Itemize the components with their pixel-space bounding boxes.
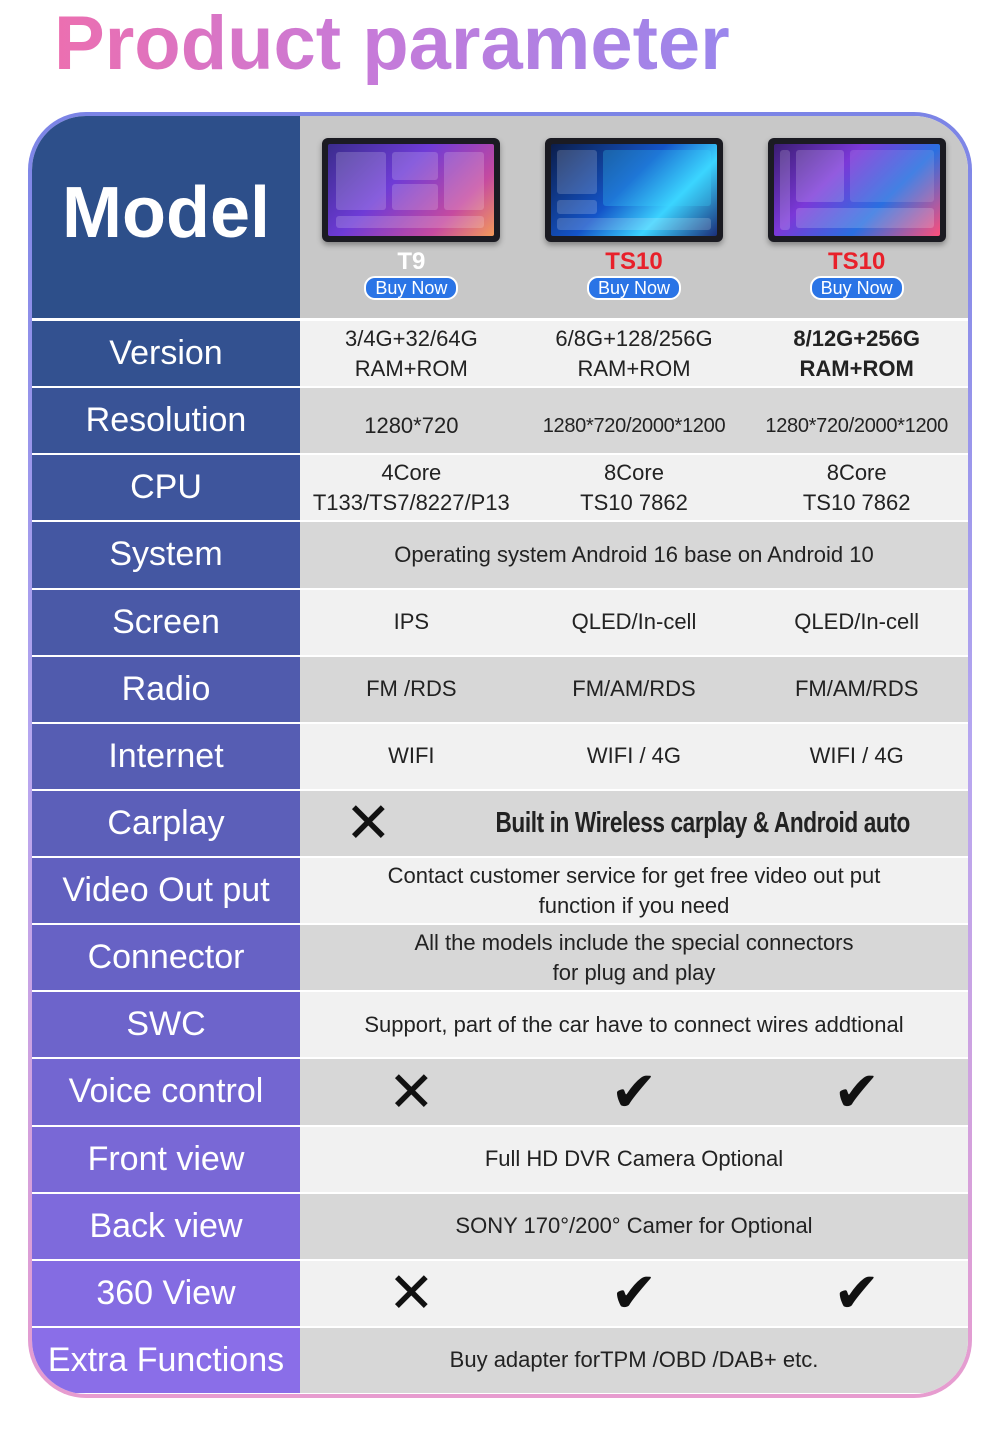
row-label-connector: Connector [32, 925, 300, 993]
head-unit-image [544, 138, 723, 242]
row-values-swc: Support, part of the car have to connect… [300, 992, 968, 1060]
row-values-front-view: Full HD DVR Camera Optional [300, 1126, 968, 1194]
row-label-carplay: Carplay [32, 790, 300, 858]
value-cell: FM/AM/RDS [572, 676, 696, 702]
row-label-version: Version [32, 321, 300, 389]
row-values-video-output: Contact customer service for get free vi… [300, 858, 968, 926]
cross-icon: ✕ [387, 1059, 435, 1123]
product-ts10-b: TS10 Buy Now [745, 116, 968, 318]
row-values-radio: FM /RDS FM/AM/RDS FM/AM/RDS [300, 656, 968, 724]
cross-icon: ✕ [387, 1261, 435, 1325]
row-label-resolution: Resolution [32, 388, 300, 456]
buy-now-button[interactable]: Buy Now [809, 276, 904, 300]
value-cell: Support, part of the car have to connect… [364, 1011, 904, 1037]
model-label: Model [32, 116, 300, 321]
product-header: T9 Buy Now TS10 Buy Now [300, 116, 968, 321]
value-cell: Contact customer service for get free vi… [387, 862, 881, 918]
row-label-video-output: Video Out put [32, 858, 300, 926]
checkmark-icon: ✔ [610, 1059, 658, 1123]
checkmark-icon: ✔ [610, 1261, 658, 1325]
checkmark-icon: ✔ [833, 1261, 881, 1325]
row-label-voice-control: Voice control [32, 1059, 300, 1127]
row-label-back-view: Back view [32, 1193, 300, 1261]
row-label-360-view: 360 View [32, 1260, 300, 1328]
value-cell: FM /RDS [366, 676, 457, 702]
row-values-connector: All the models include the special conne… [300, 925, 968, 993]
checkmark-icon: ✔ [833, 1059, 881, 1123]
value-cell: All the models include the special conne… [414, 929, 854, 985]
row-values-back-view: SONY 170°/200° Camer for Optional [300, 1193, 968, 1261]
value-cell: Full HD DVR Camera Optional [484, 1146, 784, 1172]
buy-now-button[interactable]: Buy Now [586, 276, 681, 300]
value-cell: IPS [393, 609, 430, 635]
product-name: T9 [397, 248, 426, 275]
value-cell: Buy adapter forTPM /OBD /DAB+ etc. [449, 1347, 819, 1373]
value-cell: 1280*720 [364, 412, 459, 438]
value-cell: QLED/In-cell [794, 609, 920, 635]
product-name: TS10 [827, 248, 886, 275]
row-label-swc: SWC [32, 992, 300, 1060]
row-values-resolution: 1280*720 1280*720/2000*1200 1280*720/200… [300, 388, 968, 456]
row-values-internet: WIFI WIFI / 4G WIFI / 4G [300, 723, 968, 791]
cross-icon: ✕ [344, 791, 392, 855]
row-label-system: System [32, 522, 300, 590]
row-values-carplay: ✕ Built in Wireless carplay & Android au… [300, 790, 968, 858]
value-cell: 1280*720/2000*1200 [765, 414, 948, 437]
row-label-screen: Screen [32, 589, 300, 657]
product-ts10-a: TS10 Buy Now [523, 116, 746, 318]
row-values-screen: IPS QLED/In-cell QLED/In-cell [300, 589, 968, 657]
value-cell: SONY 170°/200° Camer for Optional [455, 1213, 813, 1239]
row-label-radio: Radio [32, 656, 300, 724]
value-cell: FM/AM/RDS [794, 676, 919, 702]
page-title: Product parameter [54, 1, 730, 86]
head-unit-image [767, 138, 946, 242]
row-label-extra-functions: Extra Functions [32, 1327, 300, 1394]
value-cell: WIFI / 4G [809, 743, 904, 769]
row-values-voice-control: ✕ ✔ ✔ [300, 1059, 968, 1127]
product-name: TS10 [605, 248, 663, 275]
row-label-internet: Internet [32, 723, 300, 791]
value-cell: Built in Wireless carplay & Android auto [495, 807, 910, 840]
spec-table: Model T9 Buy Now [32, 116, 968, 1394]
row-values-360-view: ✕ ✔ ✔ [300, 1260, 968, 1328]
value-cell: Operating system Android 16 base on Andr… [394, 541, 874, 567]
value-cell: QLED/In-cell [571, 609, 697, 635]
row-values-extra-functions: Buy adapter forTPM /OBD /DAB+ etc. [300, 1327, 968, 1394]
value-cell: WIFI / 4G [586, 743, 682, 769]
row-label-front-view: Front view [32, 1126, 300, 1194]
head-unit-image [322, 138, 501, 242]
row-label-cpu: CPU [32, 455, 300, 523]
buy-now-button[interactable]: Buy Now [364, 276, 459, 300]
product-t9: T9 Buy Now [300, 116, 523, 318]
row-values-system: Operating system Android 16 base on Andr… [300, 522, 968, 590]
value-cell: 1280*720/2000*1200 [542, 414, 726, 437]
value-cell: WIFI [388, 743, 435, 769]
spec-table-card: Model T9 Buy Now [28, 112, 972, 1398]
